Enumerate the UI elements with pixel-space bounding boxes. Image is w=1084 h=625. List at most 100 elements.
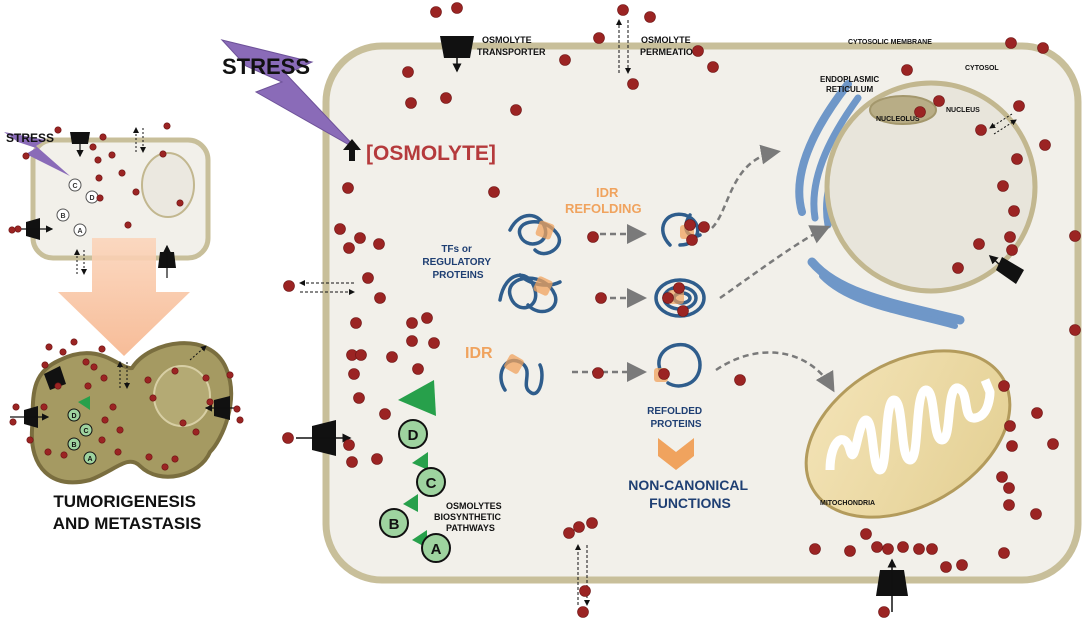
svg-text:A: A xyxy=(431,541,442,558)
nuclear-transporter-icon xyxy=(988,254,1024,284)
osmolyte-dot xyxy=(1030,508,1042,520)
refolding-arrows xyxy=(572,144,835,393)
osmolyte-dot xyxy=(975,124,987,136)
osmolyte-dot xyxy=(617,4,629,16)
osmolyte-dot xyxy=(956,559,968,571)
osmolyte-dot xyxy=(1004,231,1016,243)
osmolyte-dot xyxy=(353,392,365,404)
svg-text:D: D xyxy=(408,427,419,444)
osmolyte-dot xyxy=(163,122,171,130)
osmolyte-dot xyxy=(402,66,414,78)
osmolyte-dot xyxy=(362,272,374,284)
osmolyte-permeation-label: OSMOLYTE PERMEATION xyxy=(640,35,699,57)
svg-text:D: D xyxy=(89,195,94,202)
osmolyte-dot xyxy=(1005,37,1017,49)
osmolyte-dot xyxy=(334,223,346,235)
osmolyte-dot xyxy=(114,448,122,456)
permeation-arrows-top xyxy=(616,19,631,74)
osmolyte-dot xyxy=(59,348,67,356)
osmolyte-dot xyxy=(101,416,109,424)
osmolyte-dot xyxy=(1004,420,1016,432)
refolded-proteins-label: REFOLDED PROTEINS xyxy=(647,406,705,430)
permeation-arrows-left xyxy=(299,280,355,295)
osmolyte-dot xyxy=(1003,482,1015,494)
osmolyte-dot xyxy=(901,64,913,76)
osmolyte-dot xyxy=(914,106,926,118)
osmolyte-dot xyxy=(8,226,16,234)
osmolyte-dot xyxy=(159,150,167,158)
osmolyte-dot xyxy=(54,126,62,134)
osmolyte-dot xyxy=(692,45,704,57)
pathway-step-a: A xyxy=(421,533,451,563)
osmolyte-transporter-bottom-icon xyxy=(876,558,908,612)
osmolyte-dot xyxy=(350,317,362,329)
idr-patch xyxy=(535,220,555,240)
idr-patch xyxy=(533,276,553,296)
osmolyte-dot xyxy=(373,238,385,250)
osmolyte-dot xyxy=(698,221,710,233)
svg-text:D: D xyxy=(71,413,76,420)
tumor-cell-nucleus xyxy=(153,365,211,427)
osmolyte-dot xyxy=(662,292,674,304)
osmolyte-dot xyxy=(1037,42,1049,54)
osmolyte-dot xyxy=(226,371,234,379)
osmolyte-dot xyxy=(997,180,1009,192)
osmolyte-dot xyxy=(149,394,157,402)
osmolyte-dot xyxy=(430,6,442,18)
osmolyte-dot xyxy=(355,349,367,361)
osmolyte-dot xyxy=(1003,499,1015,511)
osmolyte-transporter-icon xyxy=(440,36,474,73)
osmolyte-dot xyxy=(996,471,1008,483)
osmolyte-dot xyxy=(144,376,152,384)
noncanonical-functions-label: NON-CANONICAL FUNCTIONS xyxy=(628,477,751,511)
osmolyte-dot xyxy=(99,133,107,141)
osmolyte-dot xyxy=(1069,324,1081,336)
osmolyte-dot xyxy=(282,432,294,444)
osmolyte-dot xyxy=(559,54,571,66)
svg-text:B: B xyxy=(60,213,65,220)
osmolyte-dot xyxy=(124,221,132,229)
osmolyte-dot xyxy=(593,32,605,44)
osmolyte-dot xyxy=(95,174,103,182)
osmolyte-dot xyxy=(686,234,698,246)
osmolyte-dot xyxy=(343,242,355,254)
osmolyte-dot xyxy=(1047,438,1059,450)
osmolyte-dot xyxy=(192,428,200,436)
osmolyte-dot xyxy=(70,338,78,346)
osmolyte-dot xyxy=(405,97,417,109)
mitochondria-label: MITOCHONDRIA xyxy=(820,500,875,507)
pathway-step-c: C xyxy=(416,467,446,497)
endoplasmic-reticulum-label: ENDOPLASMIC RETICULUM xyxy=(820,75,881,94)
osmolyte-dot xyxy=(579,585,591,597)
cytosolic-membrane-label: CYTOSOLIC MEMBRANE xyxy=(848,39,932,46)
osmolyte-dot xyxy=(132,188,140,196)
osmolyte-dot xyxy=(734,374,746,386)
osmolyte-dot xyxy=(386,351,398,363)
osmolyte-dot xyxy=(1031,407,1043,419)
osmolyte-dot xyxy=(171,367,179,375)
stress-lightning-small-icon xyxy=(4,132,70,176)
osmolyte-dot xyxy=(592,367,604,379)
osmolyte-dot xyxy=(952,262,964,274)
osmolyte-dot xyxy=(94,156,102,164)
idr-label: IDR xyxy=(465,345,493,362)
osmolyte-dot xyxy=(44,448,52,456)
protein-tf-disordered xyxy=(508,213,562,256)
idr-patch xyxy=(504,354,524,374)
svg-text:C: C xyxy=(426,475,437,492)
osmolyte-dot xyxy=(844,545,856,557)
osmolyte-dot xyxy=(109,403,117,411)
svg-text:A: A xyxy=(87,456,92,463)
osmolyte-transporter-label: OSMOLYTE TRANSPORTER xyxy=(477,35,546,57)
osmolyte-dot xyxy=(100,374,108,382)
protein-idr-disordered xyxy=(499,358,544,396)
osmolyte-dot xyxy=(897,541,909,553)
tfs-regulatory-label: TFs or REGULATORY PROTEINS xyxy=(422,244,493,281)
svg-text:B: B xyxy=(71,442,76,449)
osmolyte-dot xyxy=(176,199,184,207)
osmolyte-dot xyxy=(41,361,49,369)
osmolyte-dot xyxy=(510,104,522,116)
osmolyte-dot xyxy=(60,451,68,459)
osmolyte-dot xyxy=(882,543,894,555)
